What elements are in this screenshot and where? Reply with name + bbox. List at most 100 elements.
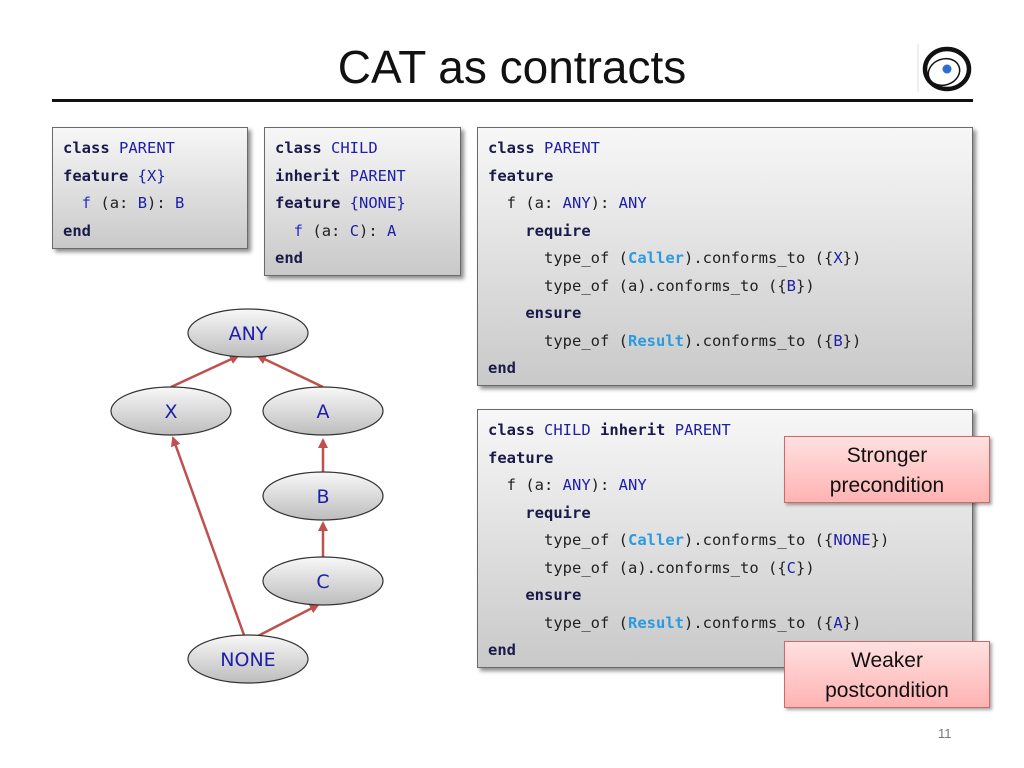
title-underline: [52, 99, 973, 102]
edge-x-any: [170, 354, 240, 389]
type-name: C: [786, 558, 796, 577]
keyword: class: [488, 421, 535, 439]
code-box-parent-simple: class PARENT feature {X} f (a: B): B end: [52, 127, 248, 249]
code-text: }): [870, 531, 890, 549]
note-line: precondition: [829, 474, 945, 497]
code-text: ).conforms_to ({: [637, 558, 787, 577]
feature-name: f: [293, 221, 304, 240]
code-text: f (a:: [506, 194, 563, 212]
keyword: class: [275, 139, 322, 157]
code-text: }): [842, 613, 862, 632]
node-label-a: A: [317, 401, 330, 423]
code-text: }): [796, 558, 815, 577]
note-line: Weaker: [851, 649, 923, 672]
code-text: ).conforms_to ({: [637, 276, 787, 295]
code-text: type_of (: [544, 331, 628, 350]
slide-title: CAT as contracts: [337, 41, 687, 93]
weaker-postcondition-note: Weaker postcondition: [784, 641, 990, 708]
special-entity: Caller: [628, 249, 684, 267]
code-text: f (a:: [506, 476, 563, 494]
code-text: ).conforms_to ({: [684, 531, 834, 549]
type-name: A: [387, 221, 397, 240]
special-entity: Result: [628, 613, 684, 632]
code-box-parent-contract: class PARENT feature f (a: ANY): ANY req…: [477, 127, 973, 386]
keyword: feature: [275, 194, 341, 212]
note-line: Stronger: [846, 444, 928, 467]
code-text: (a:: [312, 221, 350, 240]
code-text: }): [796, 276, 815, 295]
node-x: [110, 386, 232, 436]
eiffel-logo-icon: [917, 44, 972, 92]
type-name: PARENT: [349, 166, 406, 185]
type-name: A: [833, 613, 843, 632]
keyword: end: [488, 641, 516, 659]
type-name: B: [833, 331, 843, 350]
code-text: (a:: [100, 194, 138, 212]
keyword: feature: [488, 166, 554, 185]
type-name: {NONE}: [349, 194, 406, 212]
node-b: [262, 471, 384, 521]
code-text: type_of (: [544, 249, 628, 267]
type-name: PARENT: [119, 139, 176, 157]
type-name: CHILD: [331, 139, 378, 157]
note-line: postcondition: [825, 679, 949, 702]
node-label-none: NONE: [220, 649, 275, 671]
code-text: ):: [590, 476, 619, 494]
type-name: PARENT: [674, 421, 731, 439]
keyword: ensure: [525, 304, 582, 322]
page-number: 11: [938, 726, 952, 741]
keyword: inherit: [275, 166, 341, 185]
keyword: inherit: [600, 421, 666, 439]
code-text: ).conforms_to ({: [684, 249, 834, 267]
code-text: a: [628, 558, 638, 577]
special-entity: Result: [628, 331, 684, 350]
type-name: X: [833, 249, 843, 267]
code-text: }): [842, 249, 862, 267]
type-name: CHILD: [544, 421, 591, 439]
node-a: [262, 386, 384, 436]
keyword: end: [488, 359, 516, 377]
keyword: end: [63, 221, 91, 240]
node-label-x: X: [164, 401, 177, 423]
code-text: ).conforms_to ({: [684, 331, 834, 350]
code-text: ):: [147, 194, 176, 212]
stronger-precondition-note: Stronger precondition: [784, 436, 990, 503]
keyword: require: [525, 503, 591, 522]
keyword: feature: [488, 448, 554, 467]
type-name: B: [137, 194, 148, 212]
type-name: PARENT: [544, 139, 601, 157]
code-text: type_of (: [544, 276, 628, 295]
edge-a-any: [256, 354, 324, 389]
type-name: {X}: [137, 166, 166, 185]
type-name: ANY: [618, 194, 647, 212]
node-label-b: B: [316, 486, 329, 508]
edge-none-x: [171, 436, 246, 636]
code-text: }): [842, 331, 862, 350]
code-text: ):: [359, 221, 388, 240]
node-none: [187, 634, 309, 684]
type-name: ANY: [562, 476, 591, 494]
code-text: type_of (: [544, 531, 628, 549]
special-entity: Caller: [628, 531, 684, 549]
conformance-graph: ANY X A B C NONE: [110, 308, 384, 684]
keyword: feature: [63, 166, 129, 185]
node-any: [187, 308, 309, 358]
keyword: class: [63, 139, 110, 157]
code-box-child-simple: class CHILD inherit PARENT feature {NONE…: [264, 127, 461, 276]
keyword: require: [525, 221, 591, 240]
type-name: ANY: [618, 476, 647, 494]
code-text: a: [628, 276, 638, 295]
node-c: [262, 556, 384, 606]
edge-none-c: [253, 603, 320, 640]
node-label-any: ANY: [229, 323, 268, 345]
feature-name: f: [81, 194, 92, 212]
code-text: type_of (: [544, 613, 628, 632]
type-name: B: [786, 276, 796, 295]
type-name: NONE: [833, 531, 871, 549]
code-text: ).conforms_to ({: [684, 613, 834, 632]
type-name: ANY: [562, 194, 591, 212]
keyword: class: [488, 139, 535, 157]
code-text: ):: [590, 194, 619, 212]
type-name: C: [349, 221, 360, 240]
code-text: type_of (: [544, 558, 628, 577]
